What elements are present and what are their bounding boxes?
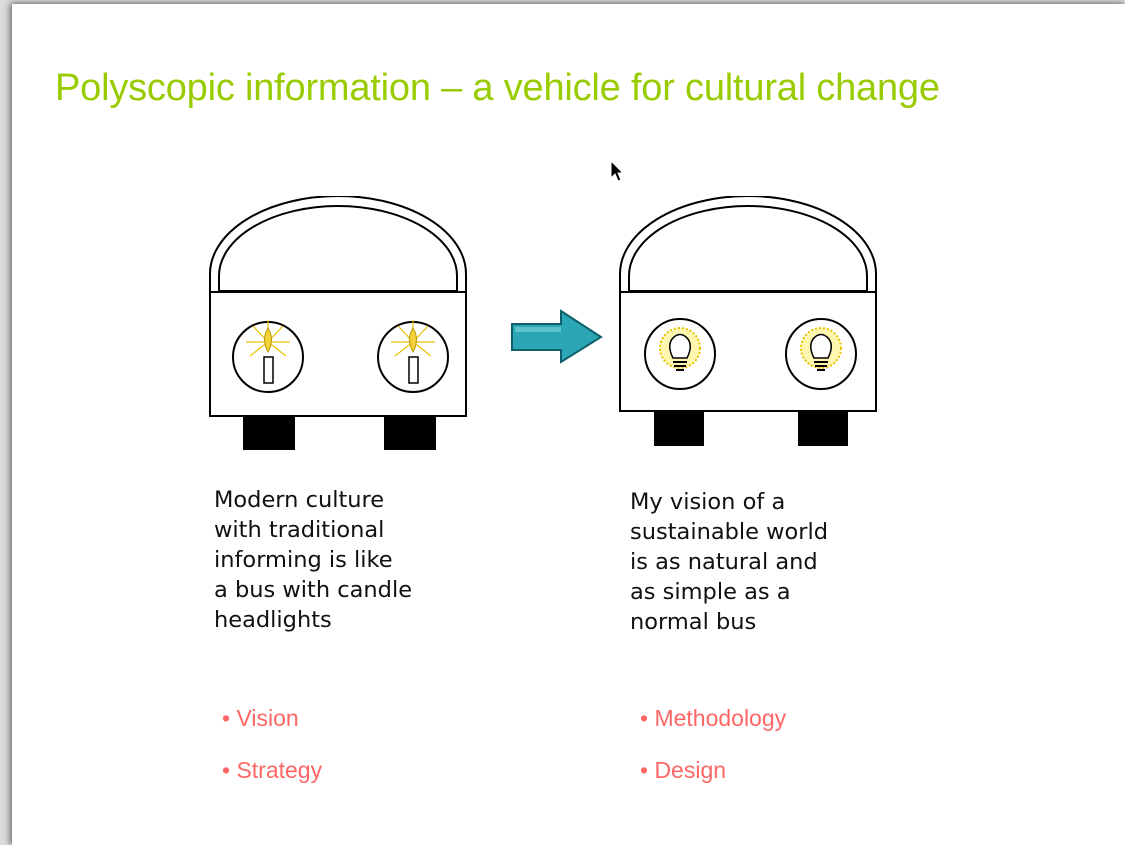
candle-icon — [377, 320, 449, 393]
right-caption-line: normal bus — [630, 609, 757, 635]
bullet-methodology: • Methodology — [640, 705, 787, 731]
mouse-pointer-icon — [610, 160, 625, 182]
right-caption-line: sustainable world — [630, 519, 829, 545]
light-bulb-icon — [644, 318, 716, 390]
bullet-strategy: • Strategy — [222, 757, 323, 783]
left-caption-line: with traditional — [214, 517, 385, 543]
left-caption-line: informing is like — [214, 547, 393, 573]
slide-title: Polyscopic information – a vehicle for c… — [55, 67, 940, 109]
left-caption-line: headlights — [214, 607, 332, 633]
right-caption-line: as simple as a — [630, 579, 791, 605]
wheel — [243, 416, 295, 450]
left-caption-line: a bus with candle — [214, 577, 413, 603]
arrow-right-icon — [511, 309, 603, 364]
slide: Polyscopic information – a vehicle for c… — [12, 4, 1125, 845]
right-bullet-list: • Methodology • Design — [640, 705, 786, 809]
candle-icon — [232, 320, 304, 393]
wheel — [384, 416, 436, 450]
wheel — [798, 411, 848, 446]
left-caption-line: Modern culture — [214, 487, 385, 513]
light-bulb-icon — [785, 318, 857, 390]
bullet-vision: • Vision — [222, 705, 299, 731]
right-caption: My vision of a sustainable world is as n… — [630, 487, 828, 637]
bus-candle-headlights — [209, 196, 467, 450]
bus-bulb-headlights — [619, 196, 877, 446]
bullet-design: • Design — [640, 757, 727, 783]
right-caption-line: is as natural and — [630, 549, 818, 575]
left-caption: Modern culture with traditional informin… — [214, 485, 412, 635]
wheel — [654, 411, 704, 446]
left-bullet-list: • Vision • Strategy — [222, 705, 322, 809]
right-caption-line: My vision of a — [630, 489, 786, 515]
